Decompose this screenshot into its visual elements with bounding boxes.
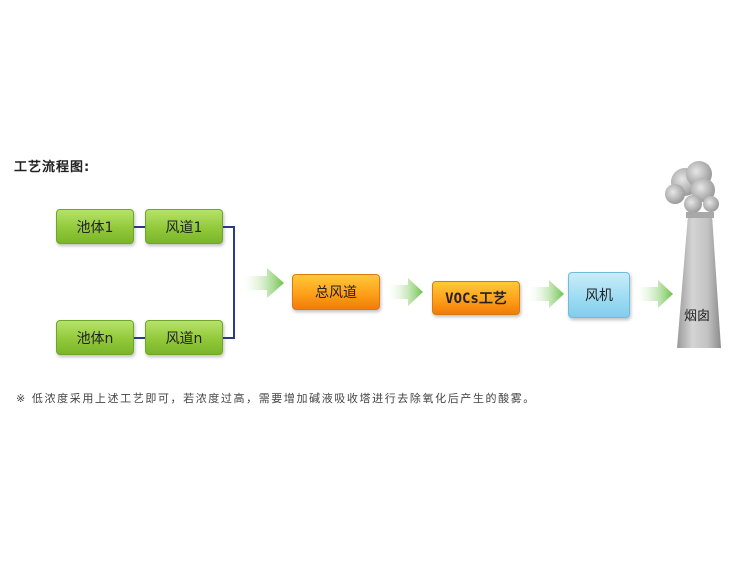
flow-arrow-3 — [529, 278, 565, 310]
main-duct-label: 总风道 — [315, 282, 357, 302]
pool-n-box: 池体n — [56, 320, 134, 355]
duct-n-box: 风道n — [145, 320, 223, 355]
smoke-icon — [665, 161, 719, 213]
main-duct-box: 总风道 — [292, 274, 380, 310]
duct-1-box: 风道1 — [145, 209, 223, 244]
fan-label: 风机 — [585, 285, 613, 305]
pool-n-label: 池体n — [77, 328, 114, 348]
connector-pooln-ductn — [134, 337, 145, 339]
diagram-title: 工艺流程图: — [14, 156, 90, 175]
connector-pool1-duct1 — [134, 226, 145, 228]
vocs-process-label: VOCs工艺 — [445, 288, 507, 308]
fan-box: 风机 — [568, 272, 630, 318]
footnote: ※ 低浓度采用上述工艺即可，若浓度过高，需要增加碱液吸收塔进行去除氧化后产生的酸… — [16, 390, 536, 406]
vocs-process-box: VOCs工艺 — [432, 281, 520, 315]
pool-1-label: 池体1 — [77, 217, 114, 237]
flow-arrow-1 — [243, 266, 285, 300]
pool-1-box: 池体1 — [56, 209, 134, 244]
chimney-label: 烟囱 — [684, 305, 710, 324]
duct-1-label: 风道1 — [166, 217, 203, 237]
flow-arrow-2 — [388, 276, 424, 308]
connector-vertical — [233, 226, 235, 339]
duct-n-label: 风道n — [166, 328, 203, 348]
